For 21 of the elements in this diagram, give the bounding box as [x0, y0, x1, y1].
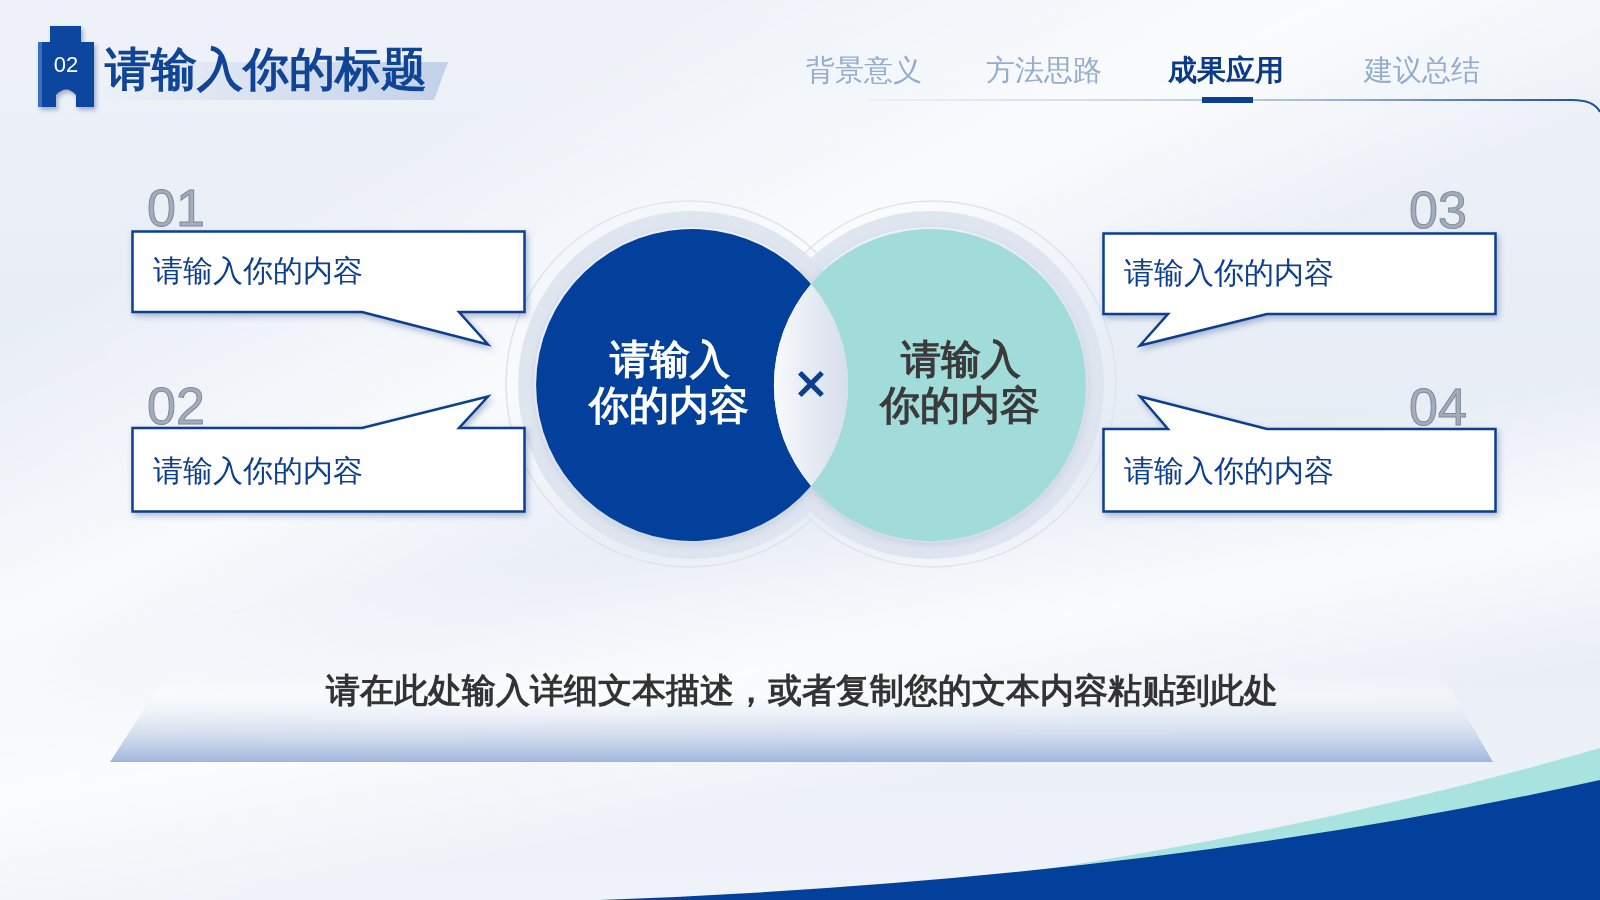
nav-label: 背景意义: [806, 53, 922, 87]
callout-text: 请输入你的内容: [153, 451, 364, 490]
callout-text: 请输入你的内容: [1124, 254, 1335, 292]
circle-text: 请输入你的内容: [589, 336, 749, 428]
speech-bubble: [131, 230, 526, 346]
callout-text: 请输入你的内容: [153, 252, 364, 290]
callout-text: 请输入你的内容: [1124, 452, 1335, 490]
badge-number: 02: [52, 52, 80, 78]
multiply-sign: ×: [791, 359, 831, 407]
nav-label: 建议总结: [1364, 53, 1480, 87]
step-number: 04: [1409, 385, 1467, 429]
nav-label: 成果应用: [1168, 53, 1284, 87]
number-badge: [38, 26, 94, 107]
description-text: 请在此处输入详细文本描述，或者复制您的文本内容粘贴到此处: [325, 672, 1278, 708]
step-number: 03: [1409, 188, 1467, 232]
circle-text: 请输入你的内容: [880, 336, 1040, 428]
gradient-banner: [110, 672, 1493, 762]
step-number: 02: [147, 384, 205, 428]
nav-label: 方法思路: [986, 53, 1102, 87]
speech-bubble: [1102, 232, 1497, 347]
step-number: 01: [147, 186, 205, 230]
